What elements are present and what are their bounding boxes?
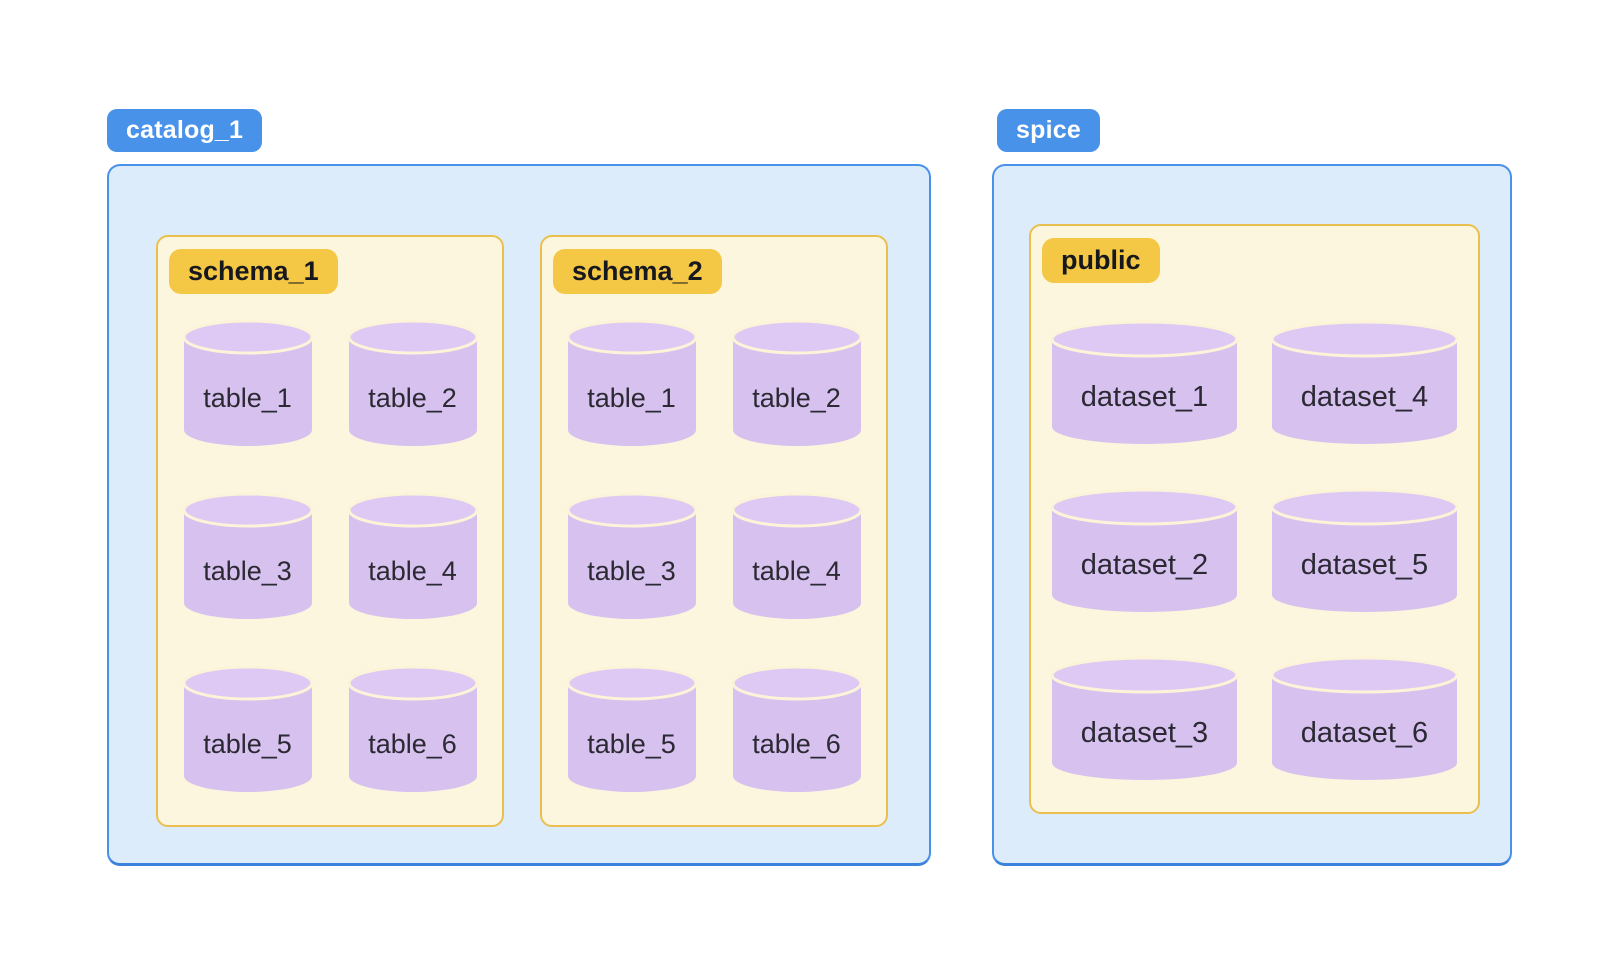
database-cylinder-icon [566,492,697,619]
catalog-badge: catalog_1 [107,109,263,152]
database-cylinder-icon [731,492,862,619]
database-cylinder-icon [1050,656,1239,780]
dataset-label: dataset_5 [1300,548,1429,581]
table-cylinder: table_3 [182,492,313,619]
table-cylinder: table_5 [182,665,313,792]
table-label: table_5 [203,729,292,759]
table-label: table_2 [752,383,841,413]
spice-panel: public dataset_1 dataset_4 dataset_2 [992,164,1512,866]
table-label: table_4 [752,556,841,586]
dataset-cylinder: dataset_5 [1270,488,1459,612]
schema-2-badge-label: schema_2 [572,256,703,286]
database-cylinder-icon [566,319,697,446]
table-cylinder: table_6 [731,665,862,792]
database-cylinder-icon [347,492,478,619]
dataset-cylinder: dataset_4 [1270,320,1459,444]
catalog-badge-label: catalog_1 [126,116,244,144]
dataset-cylinder: dataset_3 [1050,656,1239,780]
catalog-panel: schema_1 table_1 table_2 table_3 table_ [107,164,931,866]
table-cylinder: table_5 [566,665,697,792]
table-label: table_3 [587,556,676,586]
dataset-label: dataset_2 [1080,548,1209,581]
table-label: table_6 [752,729,841,759]
database-cylinder-icon [566,665,697,792]
database-cylinder-icon [731,665,862,792]
schema-1-table-grid: table_1 table_2 table_3 table_4 table_5 [158,319,502,792]
spice-badge-label: spice [1016,116,1081,144]
public-panel: public dataset_1 dataset_4 dataset_2 [1029,224,1480,814]
table-cylinder: table_3 [566,492,697,619]
public-dataset-grid: dataset_1 dataset_4 dataset_2 dataset_5 … [1031,320,1478,780]
public-badge-label: public [1061,245,1141,275]
dataset-label: dataset_1 [1080,380,1209,413]
table-cylinder: table_1 [566,319,697,446]
dataset-cylinder: dataset_2 [1050,488,1239,612]
table-label: table_3 [203,556,292,586]
database-cylinder-icon [347,319,478,446]
database-cylinder-icon [1270,488,1459,612]
database-cylinder-icon [731,319,862,446]
table-cylinder: table_4 [347,492,478,619]
table-label: table_1 [203,383,292,413]
database-cylinder-icon [182,319,313,446]
dataset-label: dataset_6 [1300,716,1429,749]
dataset-cylinder: dataset_1 [1050,320,1239,444]
database-cylinder-icon [1270,320,1459,444]
database-cylinder-icon [347,665,478,792]
database-cylinder-icon [1050,320,1239,444]
table-cylinder: table_2 [347,319,478,446]
database-cylinder-icon [182,492,313,619]
table-label: table_4 [368,556,457,586]
table-cylinder: table_6 [347,665,478,792]
schema-2-table-grid: table_1 table_2 table_3 table_4 table_5 [542,319,886,792]
dataset-label: dataset_4 [1300,380,1429,413]
schema-1-badge: schema_1 [169,249,338,294]
table-label: table_2 [368,383,457,413]
schema-2-panel: schema_2 table_1 table_2 table_3 table_ [540,235,888,827]
public-badge: public [1042,238,1160,283]
table-label: table_5 [587,729,676,759]
database-cylinder-icon [1050,488,1239,612]
database-cylinder-icon [182,665,313,792]
schema-1-badge-label: schema_1 [188,256,319,286]
schema-2-badge: schema_2 [553,249,722,294]
table-cylinder: table_2 [731,319,862,446]
table-cylinder: table_4 [731,492,862,619]
dataset-cylinder: dataset_6 [1270,656,1459,780]
table-cylinder: table_1 [182,319,313,446]
dataset-label: dataset_3 [1080,716,1209,749]
table-label: table_6 [368,729,457,759]
schema-1-panel: schema_1 table_1 table_2 table_3 table_ [156,235,504,827]
database-cylinder-icon [1270,656,1459,780]
spice-badge: spice [997,109,1100,152]
table-label: table_1 [587,383,676,413]
